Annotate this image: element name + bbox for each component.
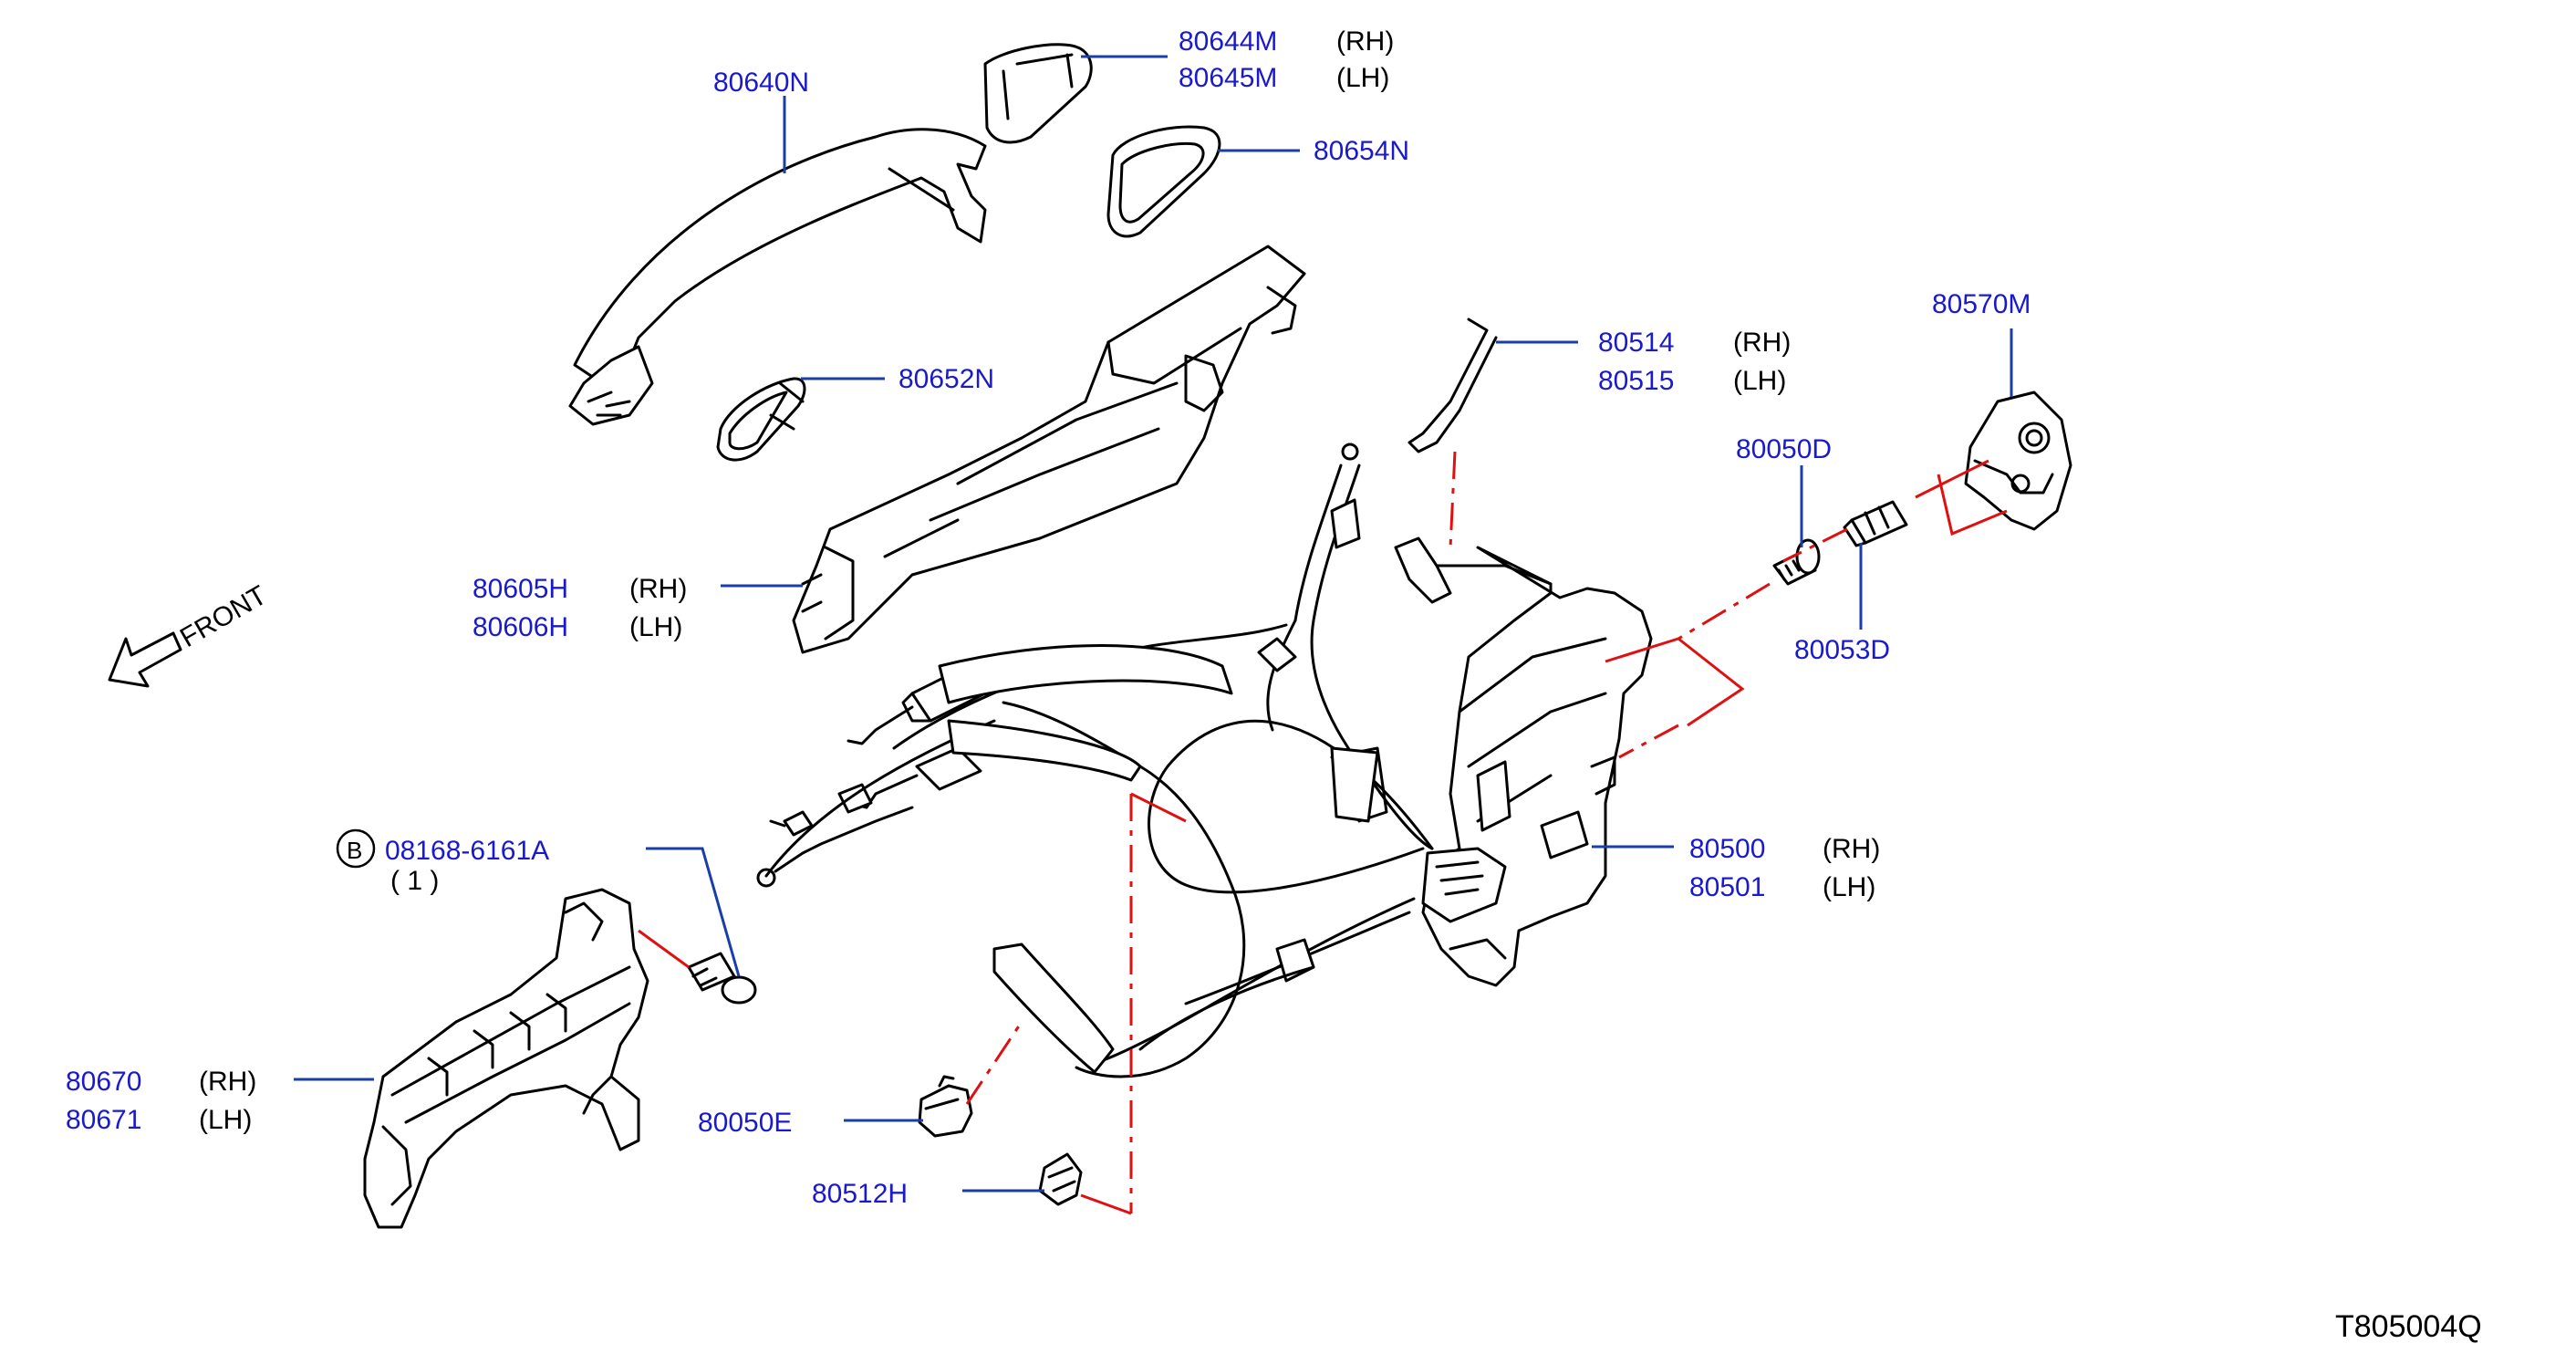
label-80644M: 80644M — [1179, 26, 1277, 57]
label-80640N: 80640N — [713, 68, 809, 98]
label-80644M-side: (RH) — [1336, 26, 1394, 57]
label-80606H: 80606H — [473, 612, 568, 642]
label-80606H-side: (LH) — [629, 612, 682, 642]
leader-lines — [294, 55, 2013, 1193]
label-80645M: 80645M — [1179, 63, 1277, 93]
label-80671: 80671 — [66, 1105, 141, 1135]
label-80514: 80514 — [1598, 328, 1674, 358]
label-80671-side: (LH) — [199, 1105, 252, 1135]
handle-housing-drawing — [363, 888, 649, 1229]
label-quantity: ( 1 ) — [390, 866, 439, 896]
label-80514-side: (RH) — [1733, 328, 1791, 358]
label-80050E: 80050E — [698, 1108, 792, 1138]
outside-handle-drawing — [568, 128, 987, 426]
label-08168-6161A: 08168-6161A — [385, 836, 549, 866]
label-80500-side: (RH) — [1823, 834, 1880, 864]
label-80515-side: (LH) — [1733, 366, 1786, 396]
label-80050D: 80050D — [1736, 434, 1832, 464]
label-80605H-side: (RH) — [629, 574, 687, 604]
front-arrow-icon — [108, 631, 182, 688]
label-80501-side: (LH) — [1823, 872, 1875, 902]
label-80515: 80515 — [1598, 366, 1674, 396]
cables-drawing — [756, 443, 1434, 1078]
reference-lines — [638, 451, 2008, 1215]
clip-80512H-drawing — [1038, 1152, 1083, 1206]
label-front: FRONT — [175, 580, 272, 653]
label-80053D: 80053D — [1794, 635, 1890, 665]
reference-b-marker: B — [336, 828, 376, 869]
label-80670: 80670 — [66, 1067, 141, 1097]
label-80500: 80500 — [1689, 834, 1765, 864]
bolt-08168-drawing — [687, 952, 757, 1005]
diagram-id: T805004Q — [2335, 1309, 2482, 1344]
label-80670-side: (RH) — [199, 1067, 256, 1097]
lock-rod-drawing — [1407, 318, 1498, 453]
gasket-rear-drawing — [1106, 125, 1221, 238]
clip-80050E-drawing — [918, 1075, 973, 1138]
bolt-80053D-drawing — [1843, 500, 1908, 547]
label-80605H: 80605H — [473, 574, 568, 604]
label-80570M: 80570M — [1932, 289, 2031, 319]
reference-b-letter: B — [347, 837, 362, 864]
label-80512H: 80512H — [812, 1179, 908, 1209]
gasket-front-drawing — [716, 377, 806, 462]
label-80501: 80501 — [1689, 872, 1765, 902]
door-lock-actuator-drawing — [1394, 536, 1653, 987]
label-80652N: 80652N — [898, 364, 994, 394]
handle-bracket-drawing — [792, 245, 1306, 654]
label-80645M-side: (LH) — [1336, 63, 1389, 93]
striker-drawing — [1964, 391, 2072, 531]
handle-cap-drawing — [983, 43, 1093, 144]
label-80654N: 80654N — [1314, 136, 1409, 166]
